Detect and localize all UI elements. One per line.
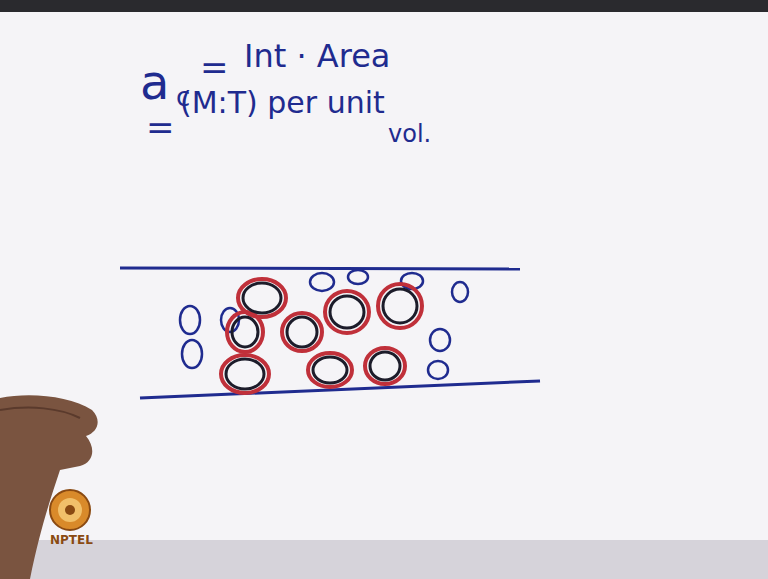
symbol: a (140, 58, 169, 106)
logo-emblem (50, 490, 90, 530)
definition-text: vol. (388, 122, 431, 146)
bottom-edge (0, 540, 768, 579)
large-bubbles (221, 279, 422, 393)
equals-sign: = (200, 50, 229, 84)
hand-crease (0, 408, 80, 418)
equals-sign: = (146, 110, 175, 144)
definition-text: (M:T) per unit (180, 88, 385, 118)
logo-text: NPTEL (50, 534, 93, 546)
definition-text: Int · Area (244, 40, 390, 72)
top-edge (0, 0, 768, 12)
channel-wall (120, 268, 520, 269)
hand (0, 395, 98, 579)
